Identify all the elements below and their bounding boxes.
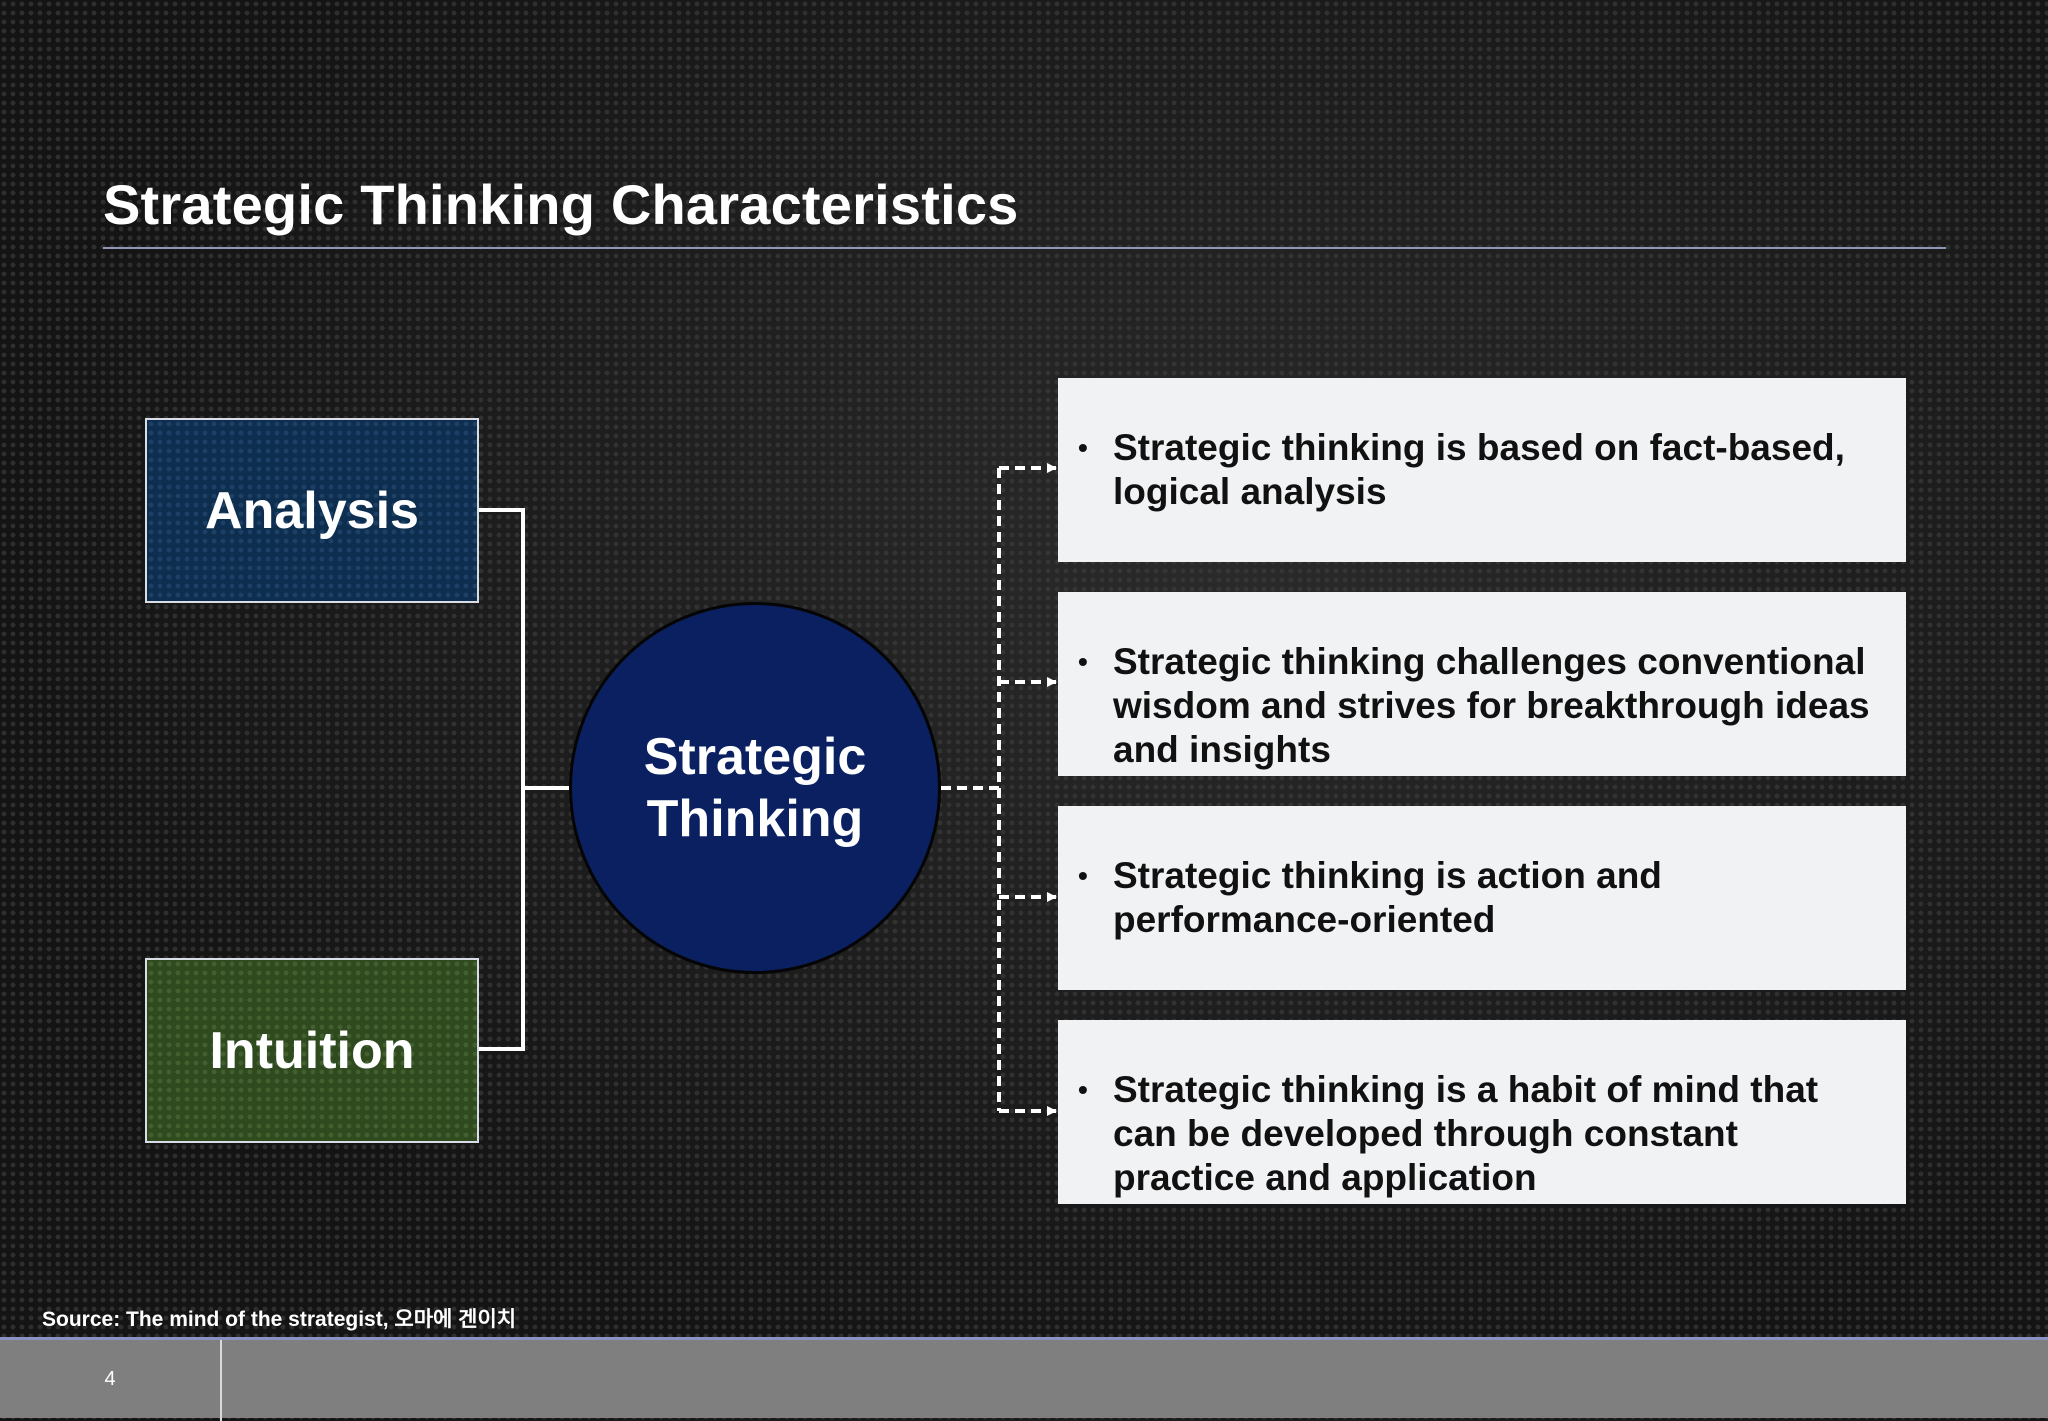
strategic-thinking-circle: Strategic Thinking: [569, 602, 941, 974]
characteristic-text-4: Strategic thinking is a habit of mind th…: [1113, 1069, 1819, 1198]
bullet-icon: •: [1078, 1074, 1088, 1105]
source-citation: Source: The mind of the strategist, 오마에 …: [42, 1308, 517, 1331]
intuition-label: Intuition: [209, 1021, 415, 1080]
characteristic-text-1: Strategic thinking is based on fact-base…: [1113, 427, 1845, 512]
bullet-icon: •: [1078, 860, 1088, 891]
characteristic-text-2: Strategic thinking challenges convention…: [1113, 641, 1870, 770]
circle-label-line-1: Strategic: [643, 728, 867, 786]
circle-label: Strategic Thinking: [625, 726, 885, 850]
bullet-icon: •: [1078, 646, 1088, 677]
footer-bar: 4: [0, 1337, 2048, 1421]
analysis-connector: [479, 508, 525, 1051]
title-underline: [103, 247, 1946, 249]
analysis-box: Analysis: [145, 418, 479, 603]
characteristic-card-3: • Strategic thinking is action and perfo…: [1058, 806, 1906, 990]
intuition-box: Intuition: [145, 958, 479, 1143]
slide: Strategic Thinking Characteristics Analy…: [42, 173, 1946, 1331]
analysis-label: Analysis: [205, 481, 419, 540]
slide-title: Strategic Thinking Characteristics: [103, 173, 1019, 236]
circle-label-line-2: Thinking: [646, 790, 864, 848]
characteristic-card-4: • Strategic thinking is a habit of mind …: [1058, 1020, 1906, 1204]
characteristic-card-1: • Strategic thinking is based on fact-ba…: [1058, 378, 1906, 562]
footer-divider: [220, 1340, 222, 1421]
page-number: 4: [104, 1368, 116, 1390]
characteristic-card-2: • Strategic thinking challenges conventi…: [1058, 592, 1906, 776]
connector-lines: [479, 463, 1057, 1116]
characteristic-text-3: Strategic thinking is action and perform…: [1113, 855, 1662, 940]
bullet-icon: •: [1078, 432, 1088, 463]
